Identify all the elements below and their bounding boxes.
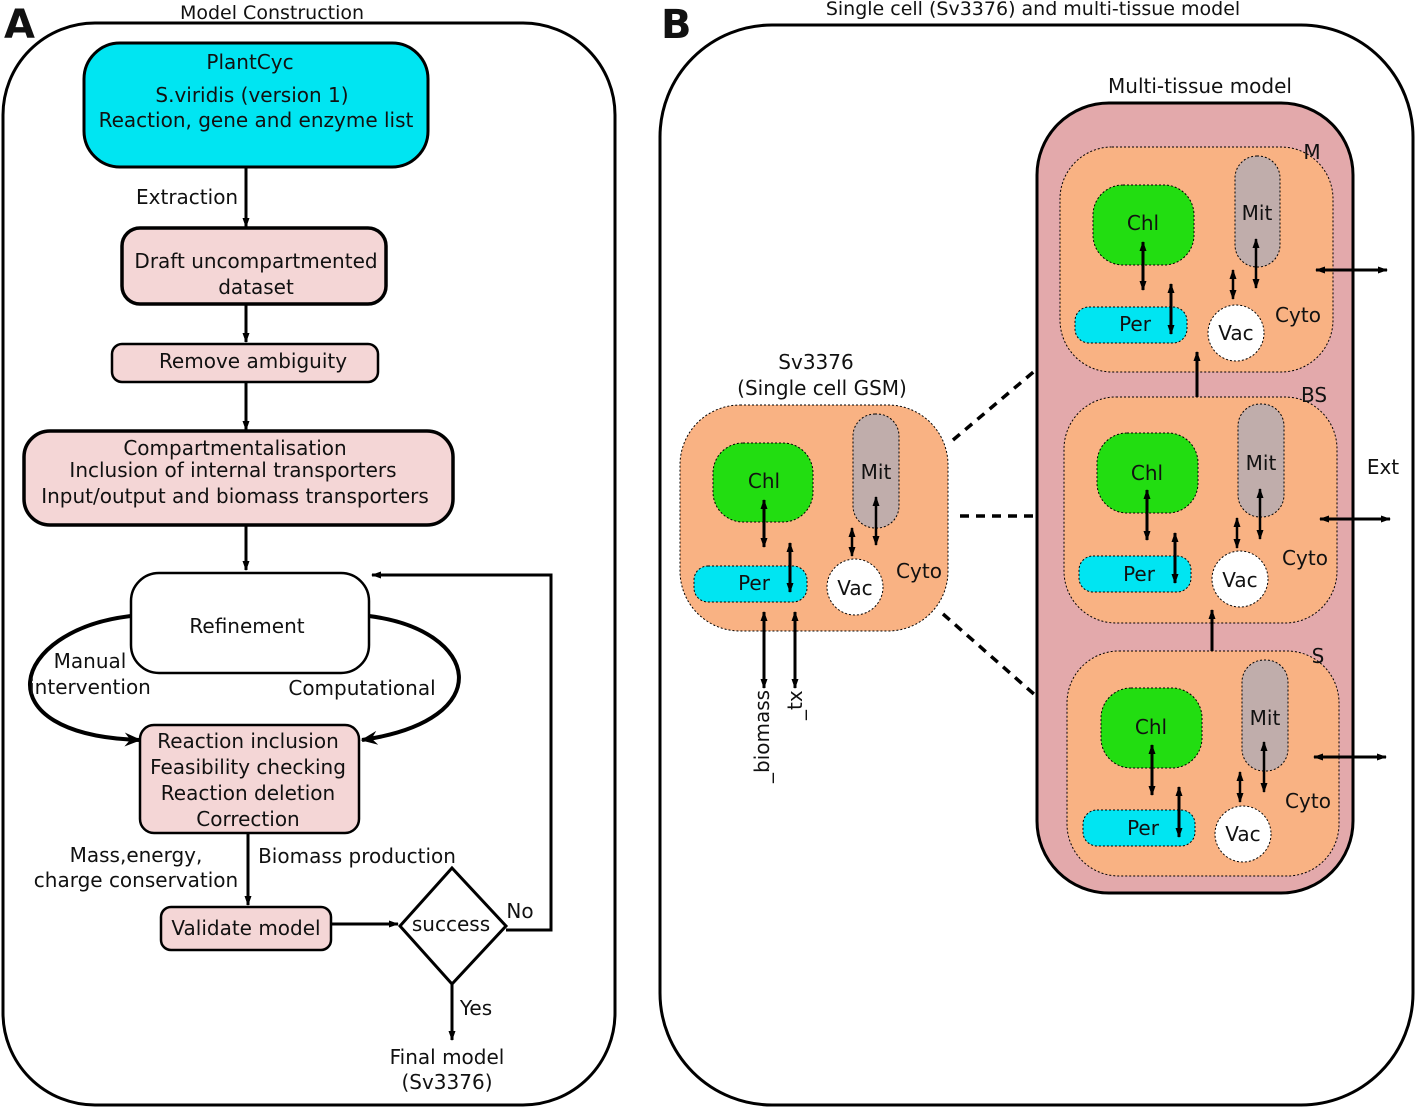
panel-b-title: Single cell (Sv3376) and multi-tissue mo… [826,0,1240,20]
no-feedback-arrow [371,571,553,932]
tissue-s-cyto-label: Cyto [1285,789,1331,813]
single-cell-peroxisome [693,565,808,603]
conservation-label-2: charge conservation [34,868,238,892]
draft-label-2: dataset [218,275,294,299]
refinement-label: Refinement [189,614,304,638]
checks-label-2: Feasibility checking [150,755,346,779]
panel-a-letter: A [4,2,35,48]
checks-label-4: Correction [196,807,299,831]
yes-label: Yes [459,996,492,1020]
single-cell-title-1: Sv3376 [778,350,853,374]
tissue-s-mit-label: Mit [1250,706,1281,730]
compartment-label-1: Compartmentalisation [123,436,346,460]
tissue-bs-mit-label: Mit [1246,451,1277,475]
validate-model-box [159,905,333,952]
decision-label: success [412,912,490,936]
tissue-m-tag: M [1303,140,1320,164]
checks-label-1: Reaction inclusion [157,729,339,753]
tissue-s-tag: S [1312,644,1325,668]
tissue-m-vac-label: Vac [1218,321,1253,345]
tissue-bs-tag: BS [1301,383,1327,407]
tissue-s-vac-label: Vac [1225,822,1260,846]
tissue-s-per-label: Per [1127,816,1160,840]
tissue-s-mitochondrion [1241,659,1289,772]
biomass-label: _biomass [750,690,774,784]
tissue-bs-vac-label: Vac [1222,568,1257,592]
panel-b-frame [658,23,1415,1107]
tissue-m-per-label: Per [1119,312,1152,336]
draft-label-1: Draft uncompartmented [134,249,377,273]
draft-dataset-box [120,226,388,306]
single-per-label: Per [738,571,771,595]
tissue-m-chloroplast [1092,184,1195,266]
extraction-label: Extraction [136,185,238,209]
tissue-m-mit-label: Mit [1242,201,1273,225]
species-label: S.viridis (version 1) [155,83,348,107]
tissue-bs-chloroplast [1096,432,1199,514]
tissue-s-peroxisome [1082,809,1196,847]
single-cell-vacuole [826,558,884,616]
plantcyc-label: PlantCyc [206,50,293,74]
single-mit-label: Mit [861,460,892,484]
compartmentalisation-box [22,429,455,527]
tissue-m-vacuole [1207,304,1265,362]
compartment-label-2: Inclusion of internal transporters [69,458,396,482]
refinement-box [129,571,371,675]
tissue-bs-vacuole [1211,550,1269,608]
tissue-m-cyto-label: Cyto [1275,303,1321,327]
tx-label: _tx [783,690,807,721]
single-chl-label: Chl [748,469,780,493]
multi-tissue-title: Multi-tissue model [1108,74,1292,98]
no-label: No [506,899,533,923]
manual-label-1: Manual [54,649,127,673]
validate-label: Validate model [171,916,320,940]
computational-label: Computational [288,676,435,700]
conservation-label-1: Mass,energy, [70,843,203,867]
ext-label: Ext [1367,455,1399,479]
single-vac-label: Vac [837,576,872,600]
biomass-production-label: Biomass production [258,844,456,868]
tissue-bs-per-label: Per [1123,562,1156,586]
tissue-m-chl-label: Chl [1127,211,1159,235]
manual-label-2: intervention [29,675,151,699]
tissue-s-vacuole [1214,805,1272,863]
tissue-bs-chl-label: Chl [1131,461,1163,485]
final-model-label-1: Final model [390,1045,505,1069]
tissue-m-peroxisome [1074,306,1188,344]
list-label: Reaction, gene and enzyme list [99,108,414,132]
plantcyc-source-box [82,41,430,169]
tissue-s-chl-label: Chl [1135,715,1167,739]
panel-b-letter: B [661,2,692,48]
manual-intervention-curve [28,614,142,747]
tissue-bs-peroxisome [1078,555,1192,593]
compartment-label-3: Input/output and biomass transporters [41,484,429,508]
tissue-s-chloroplast [1100,687,1203,769]
panel-a-title: Model Construction [180,2,364,24]
checks-label-3: Reaction deletion [161,781,335,805]
computational-curve [360,614,461,745]
tissue-bs-cyto-label: Cyto [1282,546,1328,570]
final-model-label-2: (Sv3376) [401,1070,492,1094]
single-cell-title-2: (Single cell GSM) [737,376,907,400]
single-cyto-label: Cyto [896,559,942,583]
ambiguity-label: Remove ambiguity [159,349,347,373]
panel-a-frame [1,21,617,1107]
